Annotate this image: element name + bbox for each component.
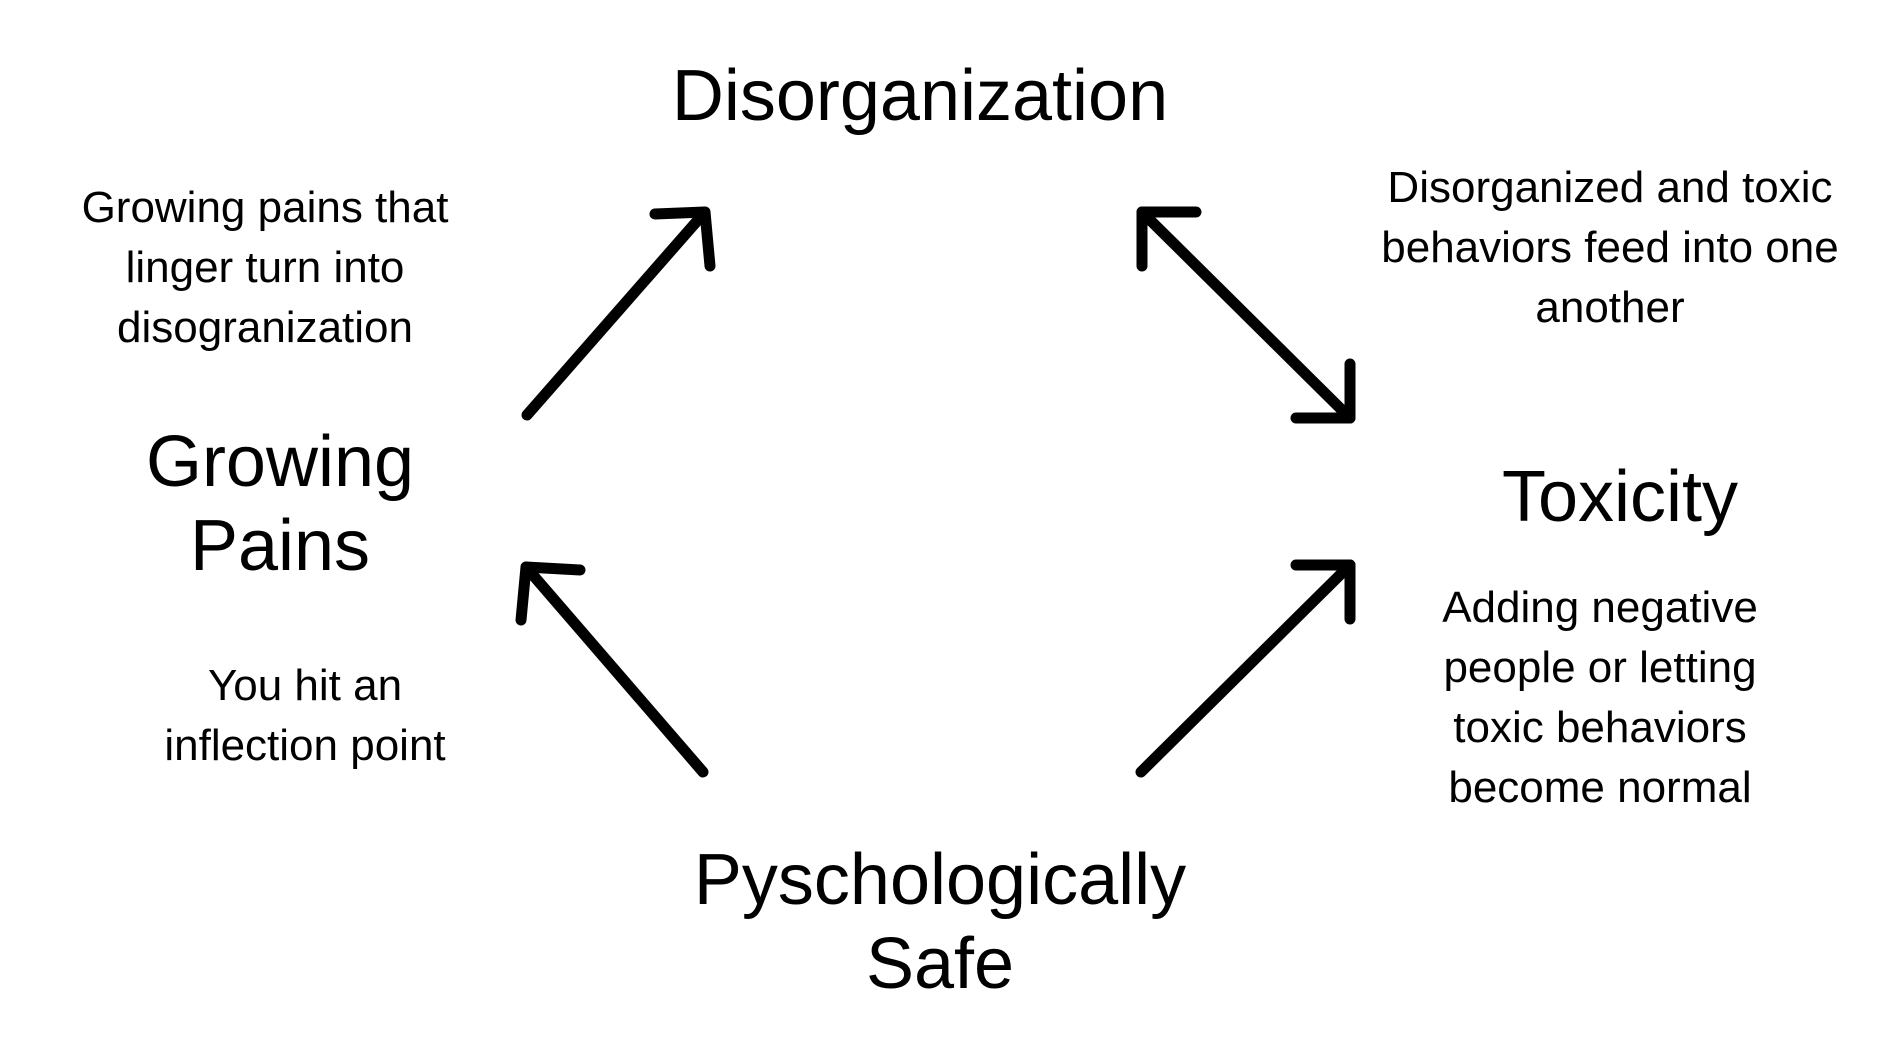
- arrow-growing-to-disorganization: [521, 206, 716, 421]
- note-line: toxic behaviors: [1453, 703, 1747, 752]
- node-growing-pains: Growing Pains: [130, 420, 430, 588]
- note-line: inflection point: [164, 721, 446, 770]
- note-growing-to-disorganization: Growing pains that linger turn into diso…: [30, 178, 500, 358]
- note-line: Adding negative: [1442, 583, 1758, 632]
- node-psychologically-safe-line-1: Pyschologically: [693, 840, 1187, 920]
- note-line: behaviors feed into one: [1381, 223, 1839, 272]
- arrow-safe-to-toxicity: [1135, 559, 1356, 778]
- note-safe-to-growing: You hit an inflection point: [110, 656, 500, 776]
- note-line: disogranization: [117, 303, 413, 352]
- note-line: another: [1535, 283, 1685, 332]
- note-line: Growing pains that: [81, 183, 449, 232]
- note-line: You hit an: [207, 661, 403, 710]
- note-disorganization-toxicity: Disorganized and toxic behaviors feed in…: [1340, 158, 1880, 338]
- note-line: people or letting: [1443, 643, 1757, 692]
- node-growing-pains-line-2: Pains: [189, 506, 371, 586]
- note-line: Disorganized and toxic: [1387, 163, 1833, 212]
- note-safe-to-toxicity: Adding negative people or letting toxic …: [1380, 578, 1820, 818]
- node-toxicity: Toxicity: [1430, 455, 1810, 539]
- node-disorganization: Disorganization: [560, 54, 1280, 138]
- arrow-safe-to-growing: [515, 561, 709, 778]
- note-line: become normal: [1448, 763, 1752, 812]
- note-line: linger turn into: [125, 243, 405, 292]
- node-growing-pains-line-1: Growing: [145, 422, 415, 502]
- node-disorganization-label: Disorganization: [671, 56, 1169, 136]
- arrow-disorganization-toxicity: [1136, 206, 1356, 424]
- node-toxicity-label: Toxicity: [1501, 457, 1739, 537]
- node-psychologically-safe: Pyschologically Safe: [620, 838, 1260, 1006]
- node-psychologically-safe-line-2: Safe: [865, 924, 1015, 1004]
